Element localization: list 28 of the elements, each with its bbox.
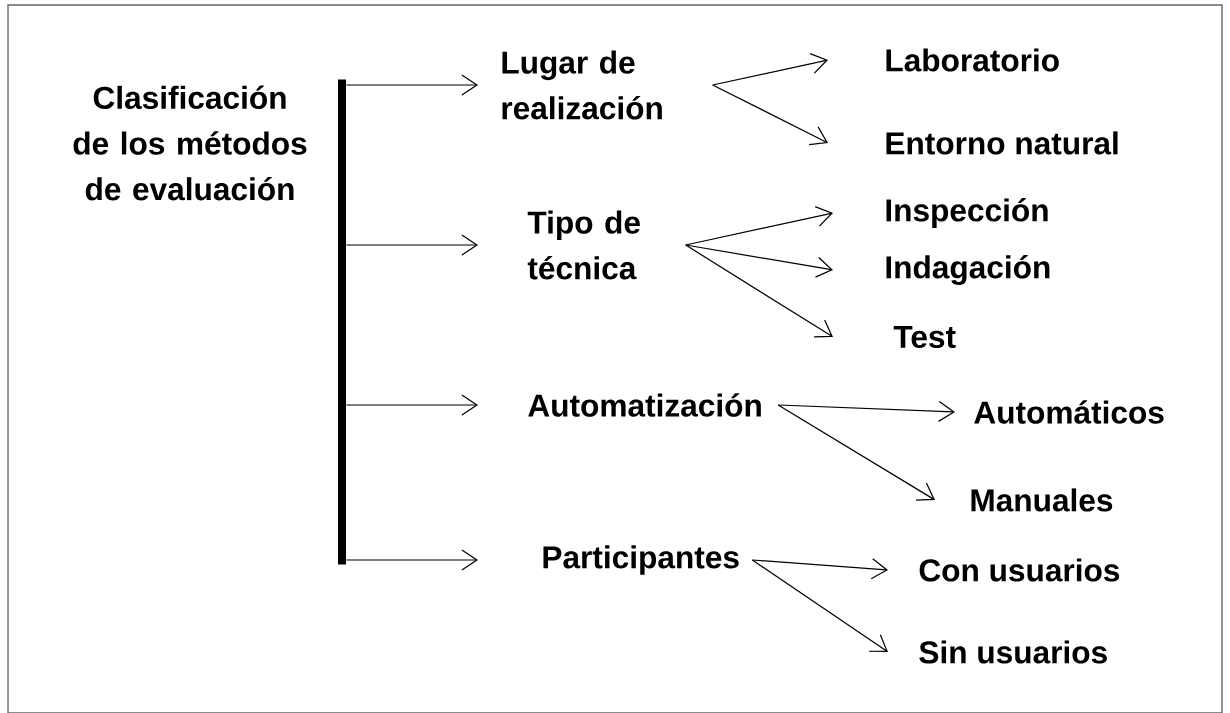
arrow [345,234,478,256]
arrow [777,400,955,422]
category-text: Automatización [528,393,761,417]
arrow [685,206,834,246]
item-text: Entorno natural [886,131,1118,155]
category-text: Lugar de realización [502,50,662,120]
vertical-bar [338,79,346,565]
item-text: Test [893,325,956,349]
arrow [712,84,829,146]
item-text: Automáticos [974,400,1164,424]
item-text: Inspección [886,198,1048,228]
heading-text: Clasificación de los métodos de evaluación [73,85,307,201]
item-text: Manuales [971,488,1113,512]
arrow [685,244,834,278]
item-text: Sin usuarios [919,640,1107,664]
arrow [685,244,834,338]
arrow [751,558,888,580]
category-text: Tipo de técnica [527,210,640,280]
arrow [751,559,888,652]
arrow [345,549,478,571]
item-text: Laboratorio [886,48,1059,72]
item-text: Con usuarios [919,558,1120,582]
arrow [345,394,478,416]
arrow [345,74,478,96]
arrow [777,404,935,501]
arrow [712,53,829,86]
category-text: Participantes [543,545,739,575]
item-text: Indagación [886,255,1050,285]
